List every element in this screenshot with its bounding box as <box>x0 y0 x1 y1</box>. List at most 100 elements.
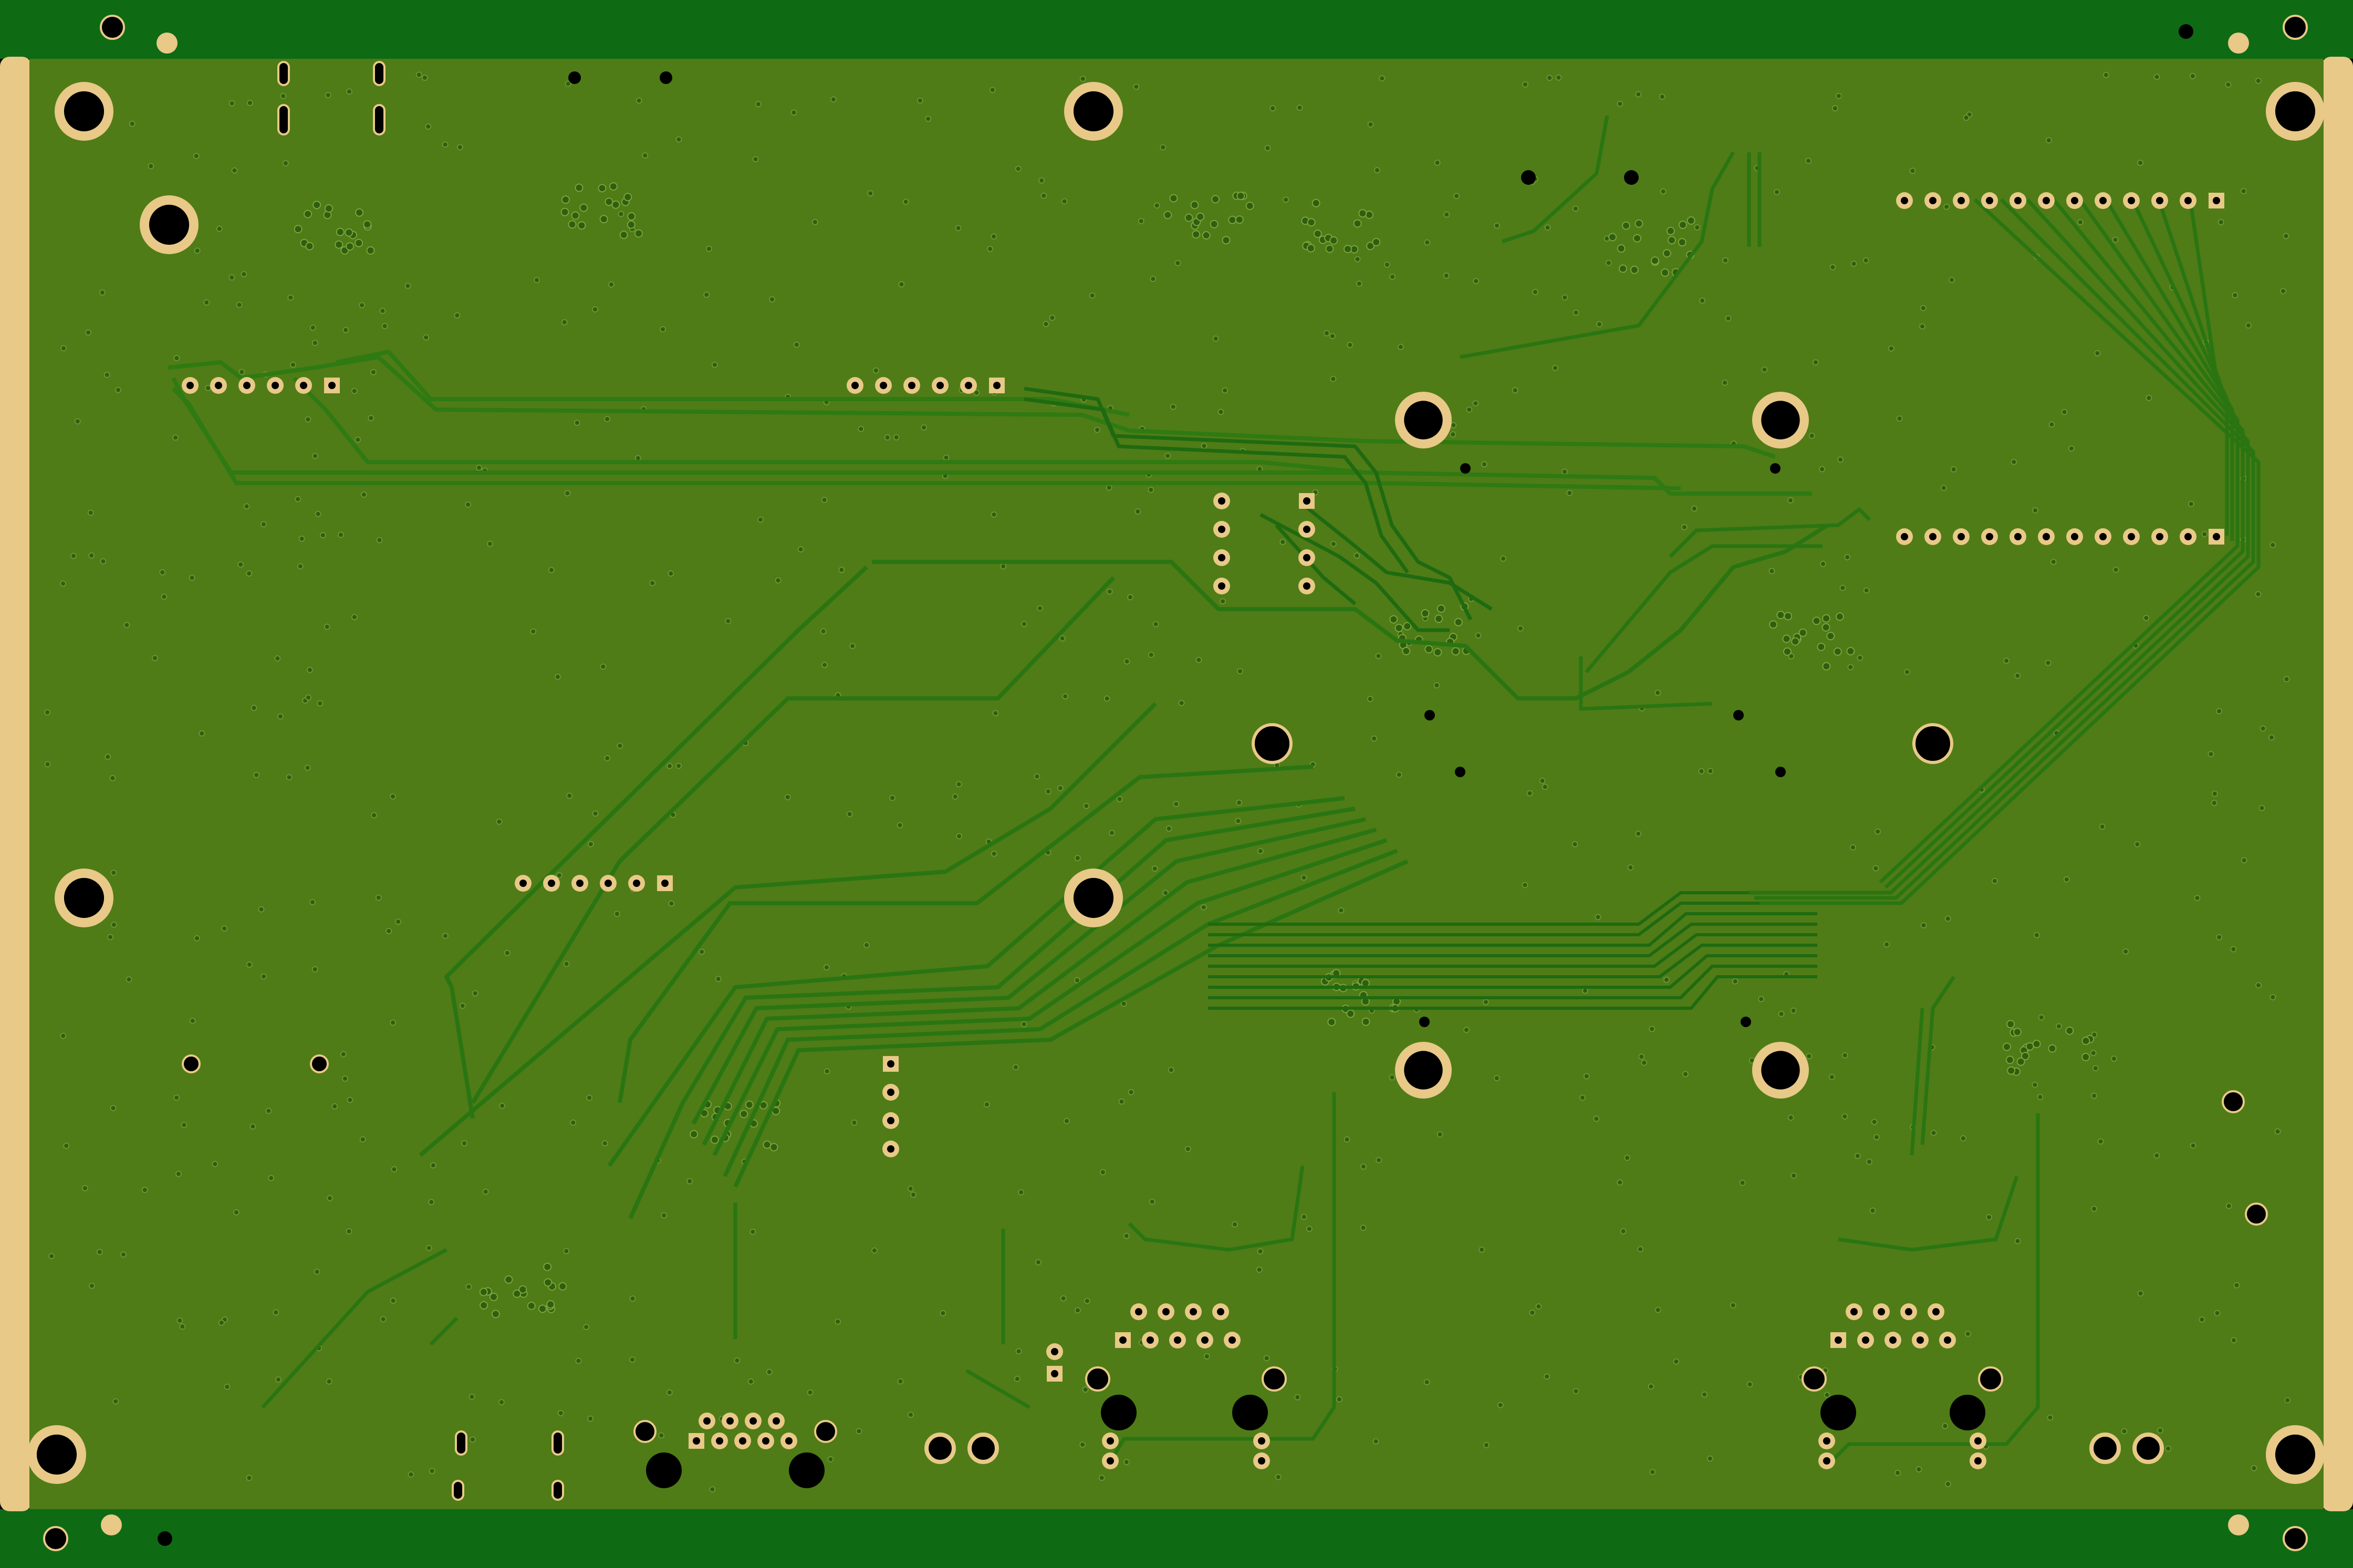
drill <box>576 880 584 887</box>
drill <box>1823 1457 1830 1465</box>
ethernet-jack-right-side-b <box>1970 1433 1986 1469</box>
drill <box>1218 497 1225 505</box>
drill <box>739 1437 746 1445</box>
bottom-rail <box>0 1509 2353 1568</box>
drill <box>2128 533 2135 540</box>
drill <box>605 880 612 887</box>
drill <box>661 880 669 887</box>
rail-fiducials <box>43 15 2308 1551</box>
drill <box>1107 1457 1114 1465</box>
drill <box>2156 533 2163 540</box>
trace-bus-right <box>1208 891 1817 1010</box>
drill <box>880 382 887 389</box>
header-center-left <box>1213 493 1230 594</box>
header-right-lower <box>1896 528 2224 545</box>
drill <box>300 382 307 389</box>
connector-holes <box>182 1054 2268 1488</box>
drill <box>762 1437 769 1445</box>
slotted-holes <box>277 61 564 1501</box>
mounting-hole <box>1752 392 1809 448</box>
drill <box>2043 197 2050 204</box>
ethernet-jack-left-row1 <box>1130 1303 1229 1320</box>
drill <box>2156 197 2163 204</box>
mounting-hole <box>1752 1042 1809 1099</box>
edge-plating-left <box>0 57 32 1511</box>
drill <box>1258 1437 1265 1445</box>
drill <box>716 1437 723 1445</box>
drill <box>908 382 915 389</box>
trace-fan-right <box>1585 198 2261 905</box>
drill <box>1905 1308 1912 1315</box>
drill <box>1051 1370 1058 1377</box>
edge-plating-right <box>2321 57 2353 1511</box>
drill <box>773 1417 780 1425</box>
drill <box>1835 1336 1842 1344</box>
mounting-hole <box>140 195 199 254</box>
drill <box>328 382 336 389</box>
drill <box>1917 1336 1924 1344</box>
drill <box>1201 1336 1209 1344</box>
mounting-hole <box>1395 1042 1452 1099</box>
drill <box>993 382 1001 389</box>
drill <box>633 880 640 887</box>
drill <box>243 382 251 389</box>
drill <box>548 880 555 887</box>
mounting-hole <box>55 869 113 927</box>
drill <box>1932 1308 1940 1315</box>
header-right-upper <box>1896 192 2224 209</box>
drill <box>215 382 222 389</box>
drill <box>1823 1437 1830 1445</box>
drill <box>1929 197 1936 204</box>
header-mid-left <box>515 875 673 892</box>
drill <box>1228 1336 1236 1344</box>
drill <box>1974 1437 1982 1445</box>
mounting-hole <box>1064 869 1123 927</box>
mounting-hole <box>27 1425 86 1484</box>
header-small <box>1046 1343 1063 1382</box>
drill <box>936 382 944 389</box>
mounting-holes <box>27 82 2325 1484</box>
drill <box>1974 1457 1982 1465</box>
drill <box>1303 497 1310 505</box>
drill <box>2099 197 2107 204</box>
drill <box>887 1060 894 1068</box>
header-pads <box>182 192 2224 1469</box>
npth-holes <box>568 71 1953 1027</box>
drill <box>1217 1308 1224 1315</box>
trace-bus-center <box>1024 386 1493 632</box>
drill <box>1218 582 1225 590</box>
drill <box>1051 1348 1058 1355</box>
drill <box>1135 1308 1142 1315</box>
drill <box>272 382 279 389</box>
ethernet-jack-right-row1 <box>1846 1303 1944 1320</box>
drill <box>1107 1437 1114 1445</box>
drill <box>851 382 859 389</box>
drill <box>2184 533 2192 540</box>
drill <box>2014 533 2022 540</box>
header-top-left <box>182 377 340 394</box>
ethernet-jack-right-side-a <box>1818 1433 1835 1469</box>
drill <box>2184 197 2192 204</box>
drill <box>1303 526 1310 533</box>
drill <box>1174 1336 1181 1344</box>
drill <box>1218 554 1225 561</box>
drill <box>1147 1336 1154 1344</box>
drill <box>1258 1457 1265 1465</box>
header-top-center <box>847 377 1005 394</box>
ethernet-jack-left-row2 <box>1115 1332 1241 1349</box>
drill <box>693 1437 700 1445</box>
drill <box>1986 197 1993 204</box>
drill <box>1218 526 1225 533</box>
mounting-hole <box>2266 82 2325 141</box>
drill <box>2071 533 2078 540</box>
mounting-hole <box>55 82 113 141</box>
ethernet-jack-right-row2 <box>1830 1332 1956 1349</box>
drill <box>1878 1308 1885 1315</box>
header-center-right <box>1298 493 1315 594</box>
trace-diagonal-set <box>419 523 1829 1219</box>
mounting-hole <box>2266 1425 2325 1484</box>
drill <box>887 1117 894 1124</box>
drill <box>2128 197 2135 204</box>
drill <box>1958 533 1965 540</box>
drill <box>1929 533 1936 540</box>
